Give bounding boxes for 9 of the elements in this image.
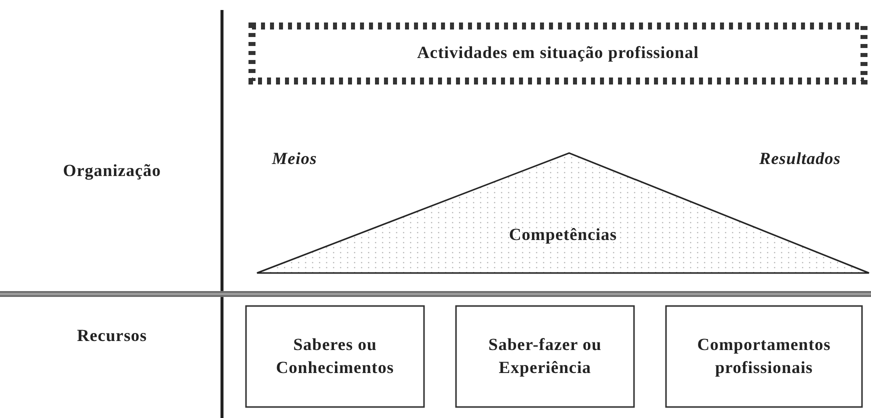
node-text: Saber-fazer ou Experiência	[487, 334, 603, 379]
row-label: Recursos	[76, 326, 148, 346]
annotation-text: Meios	[272, 149, 317, 169]
annotation-text: Resultados	[759, 149, 841, 169]
node-text: Actividades em situação profissional	[417, 42, 699, 64]
node-text: Comportamentos profissionais	[696, 334, 832, 379]
row-label: Organização	[62, 161, 162, 181]
node-text: Competências	[509, 224, 617, 246]
node-text: Saberes ou Conhecimentos	[275, 334, 395, 378]
